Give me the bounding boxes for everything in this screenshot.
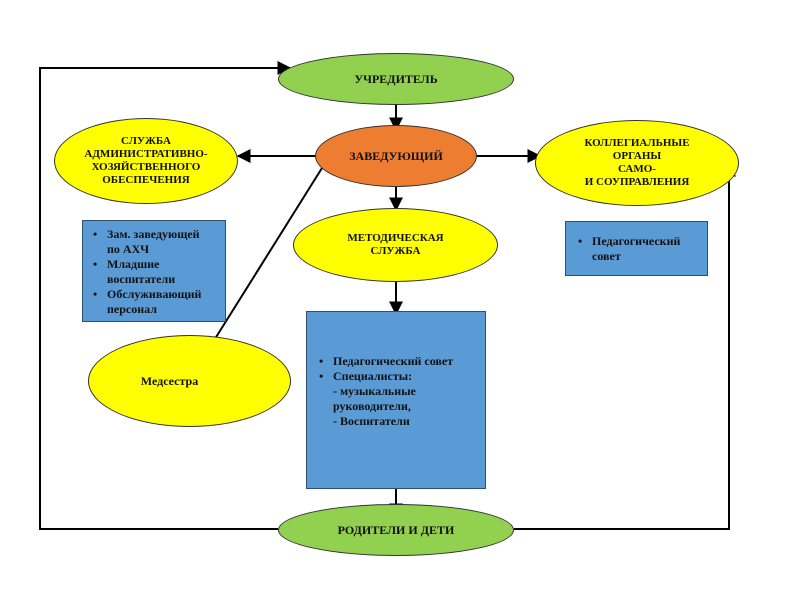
list-item: •Педагогический совет: [578, 234, 681, 263]
list-subitem: - Воспитатели: [333, 414, 410, 428]
collegial-items-list: •Педагогический совет: [566, 222, 684, 264]
list-item: •Педагогический совет: [319, 354, 454, 368]
list-subitem: - музыкальные руководители,: [333, 384, 416, 413]
list-item: •Младшие воспитатели: [93, 257, 176, 286]
admin-staff-box: •Зам. заведующей по АХЧ •Младшие воспита…: [82, 220, 226, 322]
admin-service-label: СЛУЖБА АДМИНИСТРАТИВНО- ХОЗЯЙСТВЕННОГО О…: [84, 134, 208, 187]
loop-parents-to-founder: [39, 61, 292, 530]
collegial-node: КОЛЛЕГИАЛЬНЫЕ ОРГАНЫ САМО- И СОУПРАВЛЕНИ…: [535, 120, 739, 206]
list-item: •Зам. заведующей по АХЧ: [93, 227, 200, 256]
methodical-items-list: •Педагогический совет •Специалисты: - му…: [307, 312, 457, 429]
methodical-node: МЕТОДИЧЕСКАЯ СЛУЖБА: [293, 208, 498, 282]
arrow-head-to-nurse: [207, 167, 323, 352]
nurse-label: Медсестра: [140, 373, 199, 388]
parents-node: РОДИТЕЛИ И ДЕТИ: [278, 504, 514, 556]
collegial-items-box: •Педагогический совет: [565, 221, 708, 276]
founder-label: УЧРЕДИТЕЛЬ: [354, 71, 438, 86]
methodical-items-box: •Педагогический совет •Специалисты: - му…: [306, 311, 486, 489]
admin-service-node: СЛУЖБА АДМИНИСТРАТИВНО- ХОЗЯЙСТВЕННОГО О…: [54, 118, 238, 204]
admin-staff-list: •Зам. заведующей по АХЧ •Младшие воспита…: [83, 221, 205, 317]
loop-parents-to-collegial: [514, 162, 736, 530]
parents-label: РОДИТЕЛИ И ДЕТИ: [337, 522, 455, 537]
head-node: ЗАВЕДУЮЩИЙ: [315, 125, 477, 187]
nurse-node: Медсестра: [88, 335, 291, 427]
methodical-label: МЕТОДИЧЕСКАЯ СЛУЖБА: [347, 231, 444, 257]
head-label: ЗАВЕДУЮЩИЙ: [349, 148, 443, 163]
collegial-label: КОЛЛЕГИАЛЬНЫЕ ОРГАНЫ САМО- И СОУПРАВЛЕНИ…: [584, 136, 690, 189]
founder-node: УЧРЕДИТЕЛЬ: [278, 53, 514, 105]
list-item: •Обслуживающий персонал: [93, 287, 202, 316]
list-item: •Специалисты:: [319, 369, 413, 383]
